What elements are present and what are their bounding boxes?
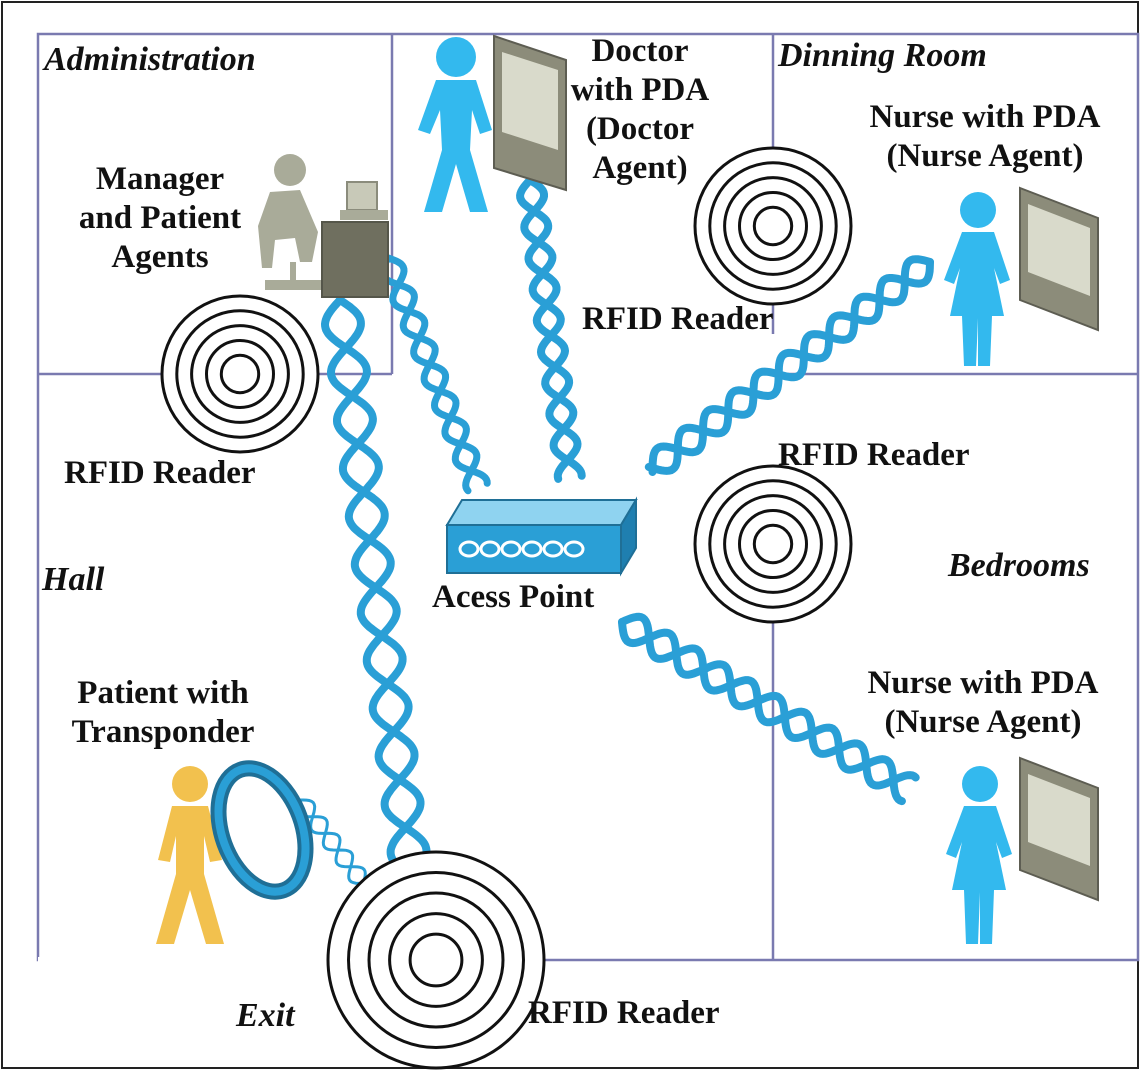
doctor-label-line: with PDA — [570, 71, 710, 108]
rfid-reader-bedrooms-icon — [693, 464, 853, 624]
manager-label-line: Agents — [111, 238, 209, 275]
nurse-top-label: Nurse with PDA (Nurse Agent) — [840, 98, 1130, 176]
link-manager-ap — [378, 254, 481, 495]
link-doctor-ap — [520, 176, 582, 483]
patient-label: Patient with Transponder — [48, 674, 278, 752]
doctor-label-line: Agent) — [592, 149, 688, 186]
access-point-icon — [445, 496, 638, 577]
room-exit-label: Exit — [236, 997, 295, 1034]
rfid-readers — [160, 146, 853, 1070]
doctor-label: Doctor with PDA (Doctor Agent) — [560, 32, 720, 188]
link-manager-exit — [327, 296, 437, 950]
rfid-reader-bedrooms-label: RFID Reader — [778, 437, 970, 473]
manager-label-line: and Patient — [78, 199, 242, 236]
manager-label-line: Manager — [95, 161, 225, 197]
pda-icon — [493, 34, 567, 192]
nurse-label-line: (Nurse Agent) — [886, 137, 1084, 174]
room-dining-label: Dinning Room — [778, 37, 987, 74]
transponder-wristband-icon — [210, 760, 314, 900]
access-point-label: Acess Point — [432, 579, 595, 615]
workstation-icon — [258, 154, 389, 298]
rfid-reader-dining-label: RFID Reader — [582, 301, 774, 337]
nurse-label-line: (Nurse Agent) — [884, 703, 1082, 740]
nurse-person-icon — [946, 766, 1012, 944]
rfid-reader-admin-label: RFID Reader — [64, 455, 256, 491]
building-walls — [36, 32, 1140, 962]
link-nurse-top-ap — [644, 258, 934, 475]
room-administration-label: Administration — [44, 41, 256, 78]
nurse-label-line: Nurse with PDA — [867, 665, 1099, 701]
link-manager-ap — [384, 254, 491, 487]
nurse-person-icon — [944, 192, 1010, 366]
rfid-reader-dining-icon — [693, 146, 853, 306]
patient-person-icon — [156, 766, 224, 944]
doctor-label-line: (Doctor — [585, 110, 695, 147]
patient-label-line: Patient with — [77, 675, 249, 711]
pda-icon — [1019, 756, 1099, 902]
link-nurse-bot-ap — [618, 612, 920, 790]
rfid-reader-admin-icon — [160, 294, 320, 454]
nurse-bottom-label: Nurse with PDA (Nurse Agent) — [836, 664, 1130, 742]
room-hall-label: Hall — [42, 561, 105, 598]
patient-label-line: Transponder — [71, 713, 255, 750]
rfid-reader-exit-label: RFID Reader — [528, 995, 720, 1031]
doctor-label-line: Doctor — [591, 33, 689, 69]
pda-icon — [1019, 186, 1099, 332]
link-manager-exit — [320, 296, 441, 945]
rfid-reader-exit-icon — [326, 850, 546, 1070]
manager-agents-label: Manager and Patient Agents — [60, 160, 260, 277]
link-nurse-top-ap — [648, 255, 934, 476]
nurse-label-line: Nurse with PDA — [869, 99, 1101, 135]
doctor-person-icon — [418, 37, 492, 212]
link-nurse-bot-ap — [618, 618, 906, 806]
wireless-links — [296, 176, 934, 965]
room-bedrooms-label: Bedrooms — [948, 547, 1090, 584]
